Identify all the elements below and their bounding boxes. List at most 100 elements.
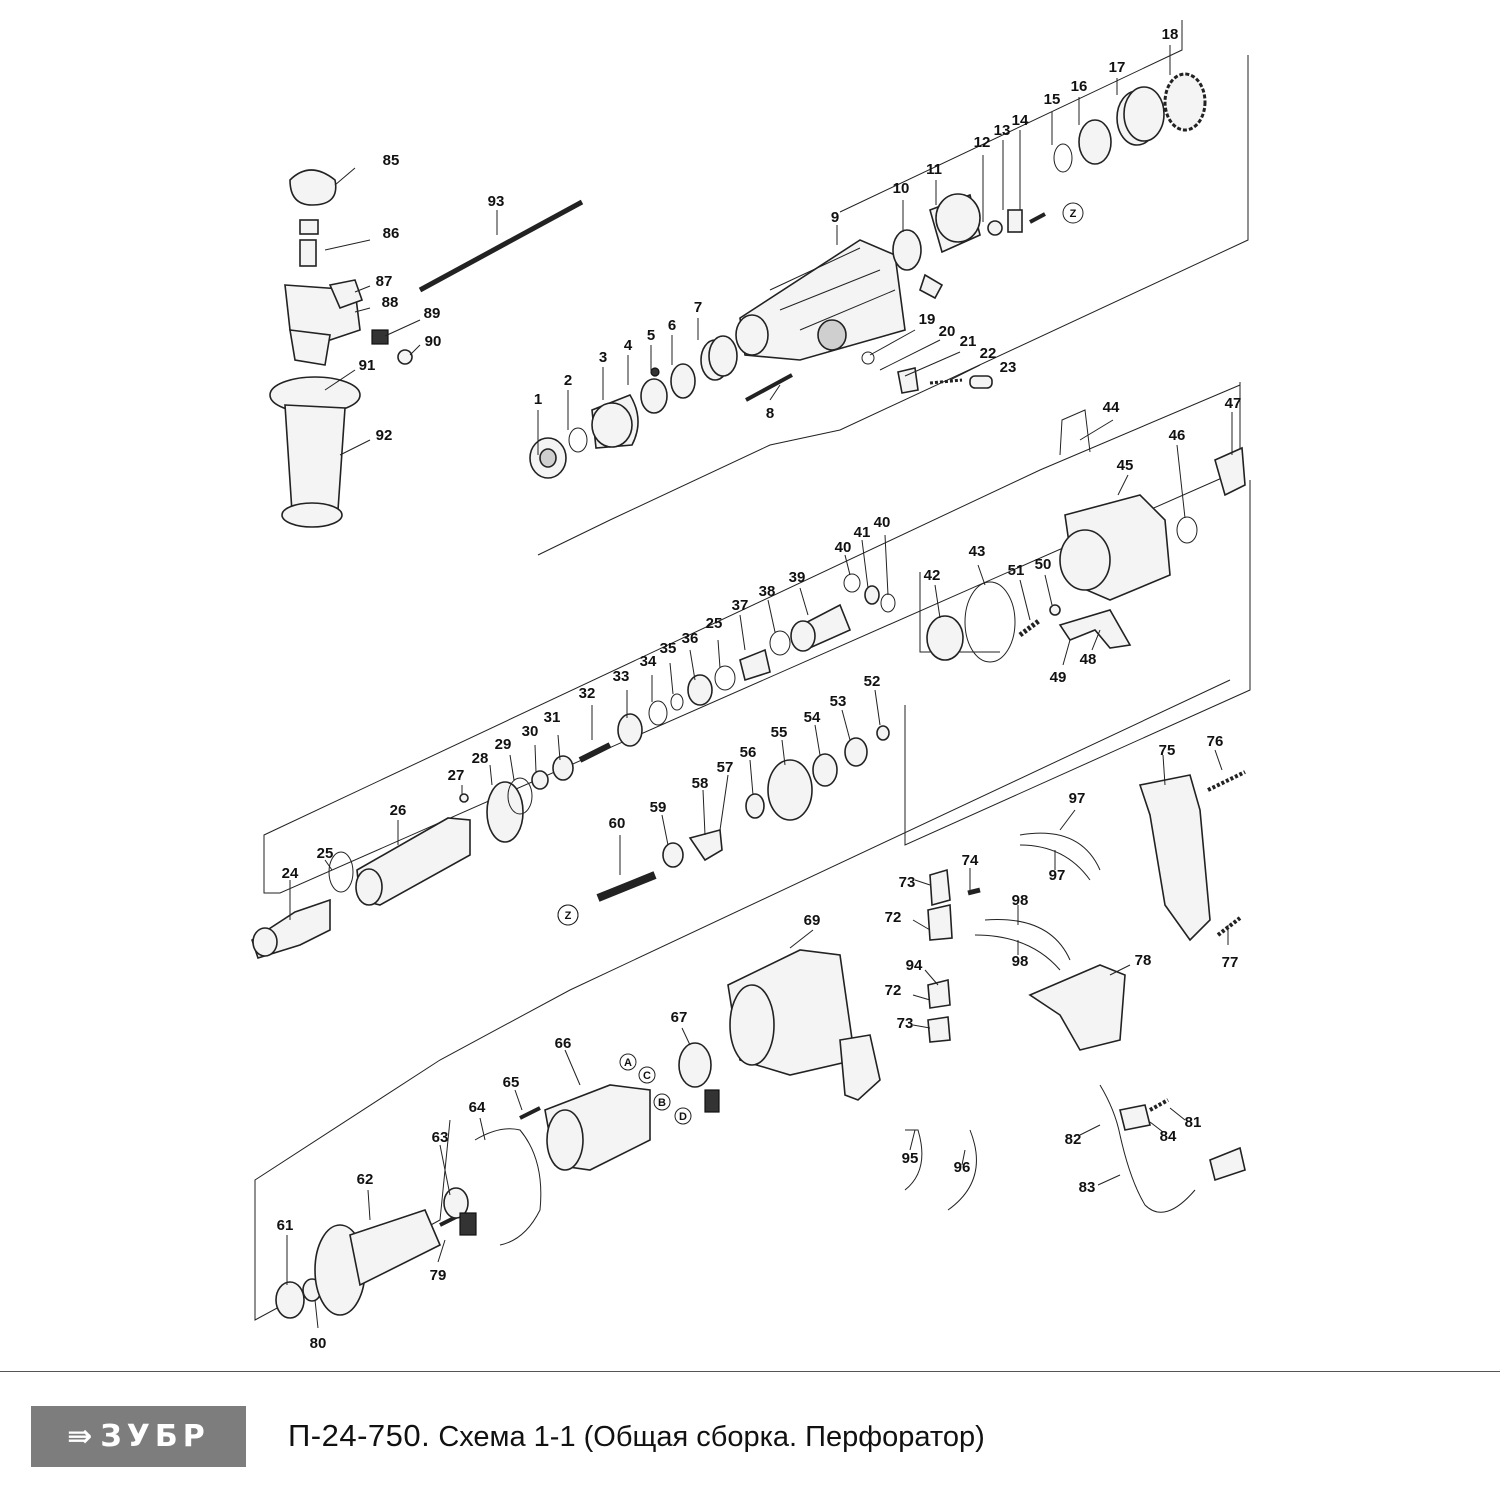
callout-52: 52	[864, 673, 881, 690]
logo-arrow-icon: ⇛	[67, 1419, 93, 1454]
callout-67: 67	[671, 1009, 688, 1026]
callout-84: 84	[1160, 1128, 1177, 1145]
callout-40: 40	[874, 514, 891, 531]
callout-leaders	[286, 45, 1233, 1329]
callout-10: 10	[893, 180, 910, 197]
model-number: П-24-750.	[288, 1418, 431, 1453]
callout-56: 56	[740, 744, 757, 761]
callout-29: 29	[495, 736, 512, 753]
callout-98: 98	[1012, 892, 1029, 909]
callout-28: 28	[472, 750, 489, 767]
callout-23: 23	[1000, 359, 1017, 376]
callout-86: 86	[383, 225, 400, 242]
footer-divider	[0, 1371, 1500, 1372]
callout-90: 90	[425, 333, 442, 350]
brand-logo: ⇛ ЗУБР	[31, 1406, 246, 1467]
callout-69: 69	[804, 912, 821, 929]
marker-Z: Z	[565, 910, 572, 922]
callout-40: 40	[835, 539, 852, 556]
parts-group-impact	[251, 409, 1246, 959]
callout-16: 16	[1071, 78, 1088, 95]
callout-95: 95	[902, 1150, 919, 1167]
callout-89: 89	[424, 305, 441, 322]
callout-65: 65	[503, 1074, 520, 1091]
callout-7: 7	[694, 299, 702, 316]
callout-4: 4	[624, 337, 633, 354]
callout-80: 80	[310, 1335, 327, 1352]
marker-circles	[557, 202, 1084, 1125]
callout-60: 60	[609, 815, 626, 832]
callout-50: 50	[1035, 556, 1052, 573]
callout-76: 76	[1207, 733, 1224, 750]
parts-group-motor	[275, 770, 1246, 1319]
callout-47: 47	[1225, 395, 1242, 412]
callout-77: 77	[1222, 954, 1239, 971]
callout-74: 74	[962, 852, 979, 869]
callout-88: 88	[382, 294, 399, 311]
callout-83: 83	[1079, 1179, 1096, 1196]
callout-5: 5	[647, 327, 655, 344]
callout-21: 21	[960, 333, 977, 350]
marker-A: A	[624, 1057, 632, 1069]
callout-18: 18	[1162, 26, 1179, 43]
callout-24: 24	[282, 865, 299, 882]
callout-36: 36	[682, 630, 699, 647]
diagram-caption: П-24-750. Схема 1-1 (Общая сборка. Перфо…	[288, 1418, 985, 1454]
callout-78: 78	[1135, 952, 1152, 969]
callout-17: 17	[1109, 59, 1126, 76]
callout-43: 43	[969, 543, 986, 560]
callout-46: 46	[1169, 427, 1186, 444]
callout-98: 98	[1012, 953, 1029, 970]
callout-26: 26	[390, 802, 407, 819]
callout-14: 14	[1012, 112, 1029, 129]
callout-73: 73	[897, 1015, 914, 1032]
callout-97: 97	[1049, 867, 1066, 884]
callout-12: 12	[974, 134, 991, 151]
callout-87: 87	[376, 273, 393, 290]
callout-72: 72	[885, 982, 902, 999]
marker-Z: Z	[1070, 208, 1077, 220]
marker-C: C	[643, 1070, 651, 1082]
callout-79: 79	[430, 1267, 447, 1284]
callout-39: 39	[789, 569, 806, 586]
callout-57: 57	[717, 759, 734, 776]
parts-group-chuck	[269, 72, 1207, 528]
callout-64: 64	[469, 1099, 486, 1116]
callout-51: 51	[1008, 562, 1025, 579]
callout-6: 6	[668, 317, 676, 334]
callout-53: 53	[830, 693, 847, 710]
callout-55: 55	[771, 724, 788, 741]
callout-37: 37	[732, 597, 749, 614]
callout-30: 30	[522, 723, 539, 740]
callout-42: 42	[924, 567, 941, 584]
callout-75: 75	[1159, 742, 1176, 759]
callout-81: 81	[1185, 1114, 1202, 1131]
callout-20: 20	[939, 323, 956, 340]
callout-31: 31	[544, 709, 561, 726]
callout-85: 85	[383, 152, 400, 169]
callout-15: 15	[1044, 91, 1061, 108]
callout-92: 92	[376, 427, 393, 444]
callout-19: 19	[919, 311, 936, 328]
callout-13: 13	[994, 122, 1011, 139]
callout-48: 48	[1080, 651, 1097, 668]
callout-33: 33	[613, 668, 630, 685]
callout-45: 45	[1117, 457, 1134, 474]
callout-41: 41	[854, 524, 871, 541]
callout-38: 38	[759, 583, 776, 600]
callout-96: 96	[954, 1159, 971, 1176]
callout-1: 1	[534, 391, 542, 408]
callout-97: 97	[1069, 790, 1086, 807]
callout-73: 73	[899, 874, 916, 891]
callout-93: 93	[488, 193, 505, 210]
callout-91: 91	[359, 357, 376, 374]
callout-58: 58	[692, 775, 709, 792]
callout-44: 44	[1103, 399, 1120, 416]
callout-2: 2	[564, 372, 572, 389]
callout-66: 66	[555, 1035, 572, 1052]
callout-63: 63	[432, 1129, 449, 1146]
callout-62: 62	[357, 1171, 374, 1188]
callout-22: 22	[980, 345, 997, 362]
